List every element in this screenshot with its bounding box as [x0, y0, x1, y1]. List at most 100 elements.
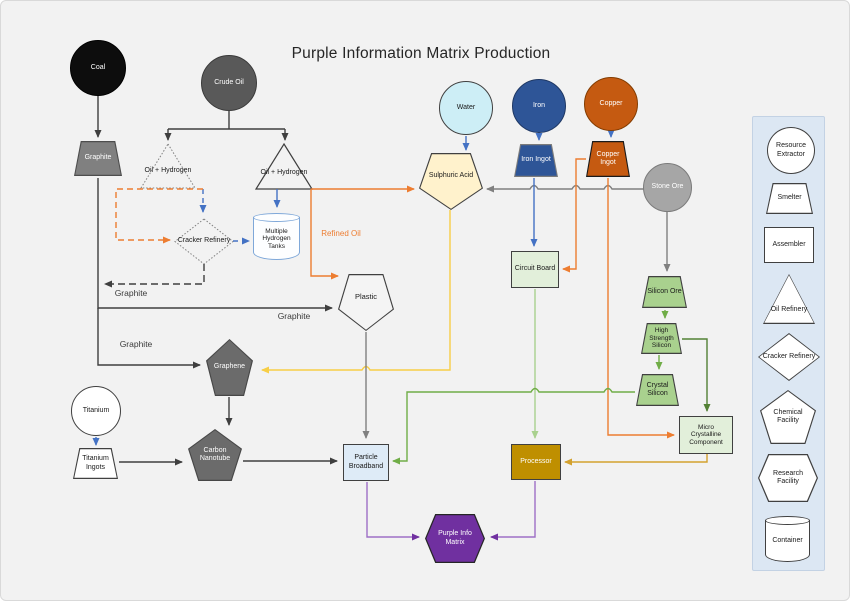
legend-smelter: Smelter	[766, 183, 813, 214]
node-water: Water	[439, 81, 493, 135]
legend-panel: Resource Extractor Smelter Assembler Oil…	[752, 116, 825, 571]
edge-label-graphite-lower: Graphite	[119, 339, 153, 349]
edge-copperingot-circuitboard	[562, 158, 586, 273]
legend-label: Assembler	[772, 240, 806, 248]
node-label: Plastic	[354, 292, 378, 302]
legend-label: Oil Refinery	[770, 305, 808, 313]
edge-broadband-matrix	[366, 482, 420, 541]
node-label: Carbon Nanotube	[199, 446, 231, 462]
node-label: Titanium Ingots	[82, 455, 109, 471]
node-iron: Iron	[512, 79, 566, 133]
node-label: Sulphuric Acid	[428, 172, 474, 180]
node-label: Stone Ore	[651, 183, 684, 191]
node-label: Particle Broadband	[348, 454, 384, 470]
node-crude-oil: Crude Oil	[201, 55, 257, 111]
edge-cracker-graphite	[104, 264, 205, 288]
node-label: Copper	[599, 99, 623, 107]
node-particle-broadband: Particle Broadband	[343, 444, 389, 481]
legend-oil-refinery: Oil Refinery	[763, 274, 815, 324]
node-oil-hydrogen: Oil + Hydrogen	[253, 159, 315, 187]
shape-fill	[426, 515, 484, 562]
cylinder-body	[765, 520, 810, 562]
edge-label-graphite-mid: Graphite	[277, 311, 311, 321]
shape-fill	[643, 277, 686, 307]
shape-fill	[339, 275, 393, 330]
node-label: Iron	[532, 101, 546, 109]
page-title: Purple Information Matrix Production	[291, 45, 551, 62]
shape-fill	[515, 145, 557, 176]
legend-container: Container	[765, 516, 810, 562]
node-processor: Processor	[511, 444, 561, 480]
node-micro-crystalline-component: Micro Crystalline Component	[679, 416, 733, 454]
node-graphene: Graphene	[206, 339, 253, 396]
shape-fill	[759, 455, 817, 501]
legend-label: Resource Extractor	[776, 142, 806, 158]
node-label: Coal	[90, 63, 106, 71]
shape-fill	[764, 275, 814, 323]
node-silicon-ore: Silicon Ore	[642, 276, 687, 308]
edge-processor-matrix	[490, 481, 536, 541]
node-label: Iron Ingot	[521, 156, 551, 164]
node-titanium-ingots: Titanium Ingots	[73, 448, 118, 479]
edge-stoneore-sulphuric	[486, 184, 644, 193]
legend-chemical-facility: Chemical Facility	[760, 390, 816, 444]
node-label: Crystal Silicon	[646, 381, 669, 397]
node-label: Silicon Ore	[647, 287, 682, 295]
shape-fill	[637, 375, 678, 405]
node-cracker-refinery: Cracker Refinery	[175, 229, 233, 254]
cylinder-top	[253, 213, 300, 222]
legend-label: Research Facility	[773, 469, 803, 485]
legend-label: Smelter	[777, 194, 802, 202]
node-iron-ingot: Iron Ingot	[514, 144, 558, 177]
shape-fill	[420, 154, 482, 209]
node-label: Water	[456, 103, 476, 111]
shape-fill	[767, 184, 812, 213]
shape-fill	[587, 142, 629, 176]
node-purple-info-matrix: Purple Info Matrix	[425, 514, 485, 563]
node-label: Multiple Hydrogen Tanks	[262, 227, 291, 250]
node-carbon-nanotube: Carbon Nanotube	[188, 429, 242, 481]
shape-fill	[75, 142, 121, 175]
edge-mcc-processor	[564, 454, 708, 466]
node-label: Graphite	[84, 154, 112, 162]
node-circuit-board: Circuit Board	[511, 251, 559, 288]
legend-research-facility: Research Facility	[758, 454, 818, 502]
node-label: Crude Oil	[214, 78, 244, 86]
node-label: Oil + Hydrogen	[260, 168, 308, 176]
node-copper-ingot: Copper Ingot	[586, 141, 630, 177]
node-oil-hydrogen-alt: Oil + Hydrogen	[137, 157, 199, 185]
node-label: Purple Info Matrix	[438, 530, 472, 546]
legend-label: Chemical Facility	[773, 408, 803, 424]
node-plastic: Plastic	[338, 274, 394, 331]
node-stone-ore: Stone Ore	[643, 163, 692, 212]
node-label: High Strength Silicon	[649, 327, 674, 350]
node-crystal-silicon: Crystal Silicon	[636, 374, 679, 406]
node-graphite: Graphite	[74, 141, 122, 176]
legend-assembler: Assembler	[764, 227, 814, 263]
legend-resource-extractor: Resource Extractor	[767, 127, 815, 174]
node-label: Circuit Board	[514, 265, 556, 273]
node-label: Titanium	[82, 406, 110, 414]
node-label: Oil + Hydrogen	[144, 166, 192, 174]
node-sulphuric-acid: Sulphuric Acid	[419, 153, 483, 210]
node-label: Graphene	[213, 363, 246, 371]
cylinder-body	[253, 217, 300, 260]
node-label: Micro Crystalline Component	[689, 423, 723, 446]
shape-fill	[642, 324, 681, 353]
edge-label-graphite-upper: Graphite	[114, 288, 148, 298]
node-high-strength-silicon: High Strength Silicon	[641, 323, 682, 354]
edge-crudeoil-split	[168, 111, 285, 130]
legend-label: Container	[772, 537, 803, 545]
legend-label: Cracker Refinery	[762, 352, 816, 360]
legend-cracker-refinery: Cracker Refinery	[758, 333, 820, 381]
node-label: Cracker Refinery	[177, 237, 231, 245]
node-label: Processor	[520, 457, 552, 465]
cylinder-top	[765, 516, 810, 525]
node-titanium: Titanium	[71, 386, 121, 436]
node-label: Copper Ingot	[596, 150, 620, 166]
node-coal: Coal	[70, 40, 126, 96]
edge-graphite-graphene	[97, 308, 201, 369]
shape-fill	[74, 449, 117, 478]
